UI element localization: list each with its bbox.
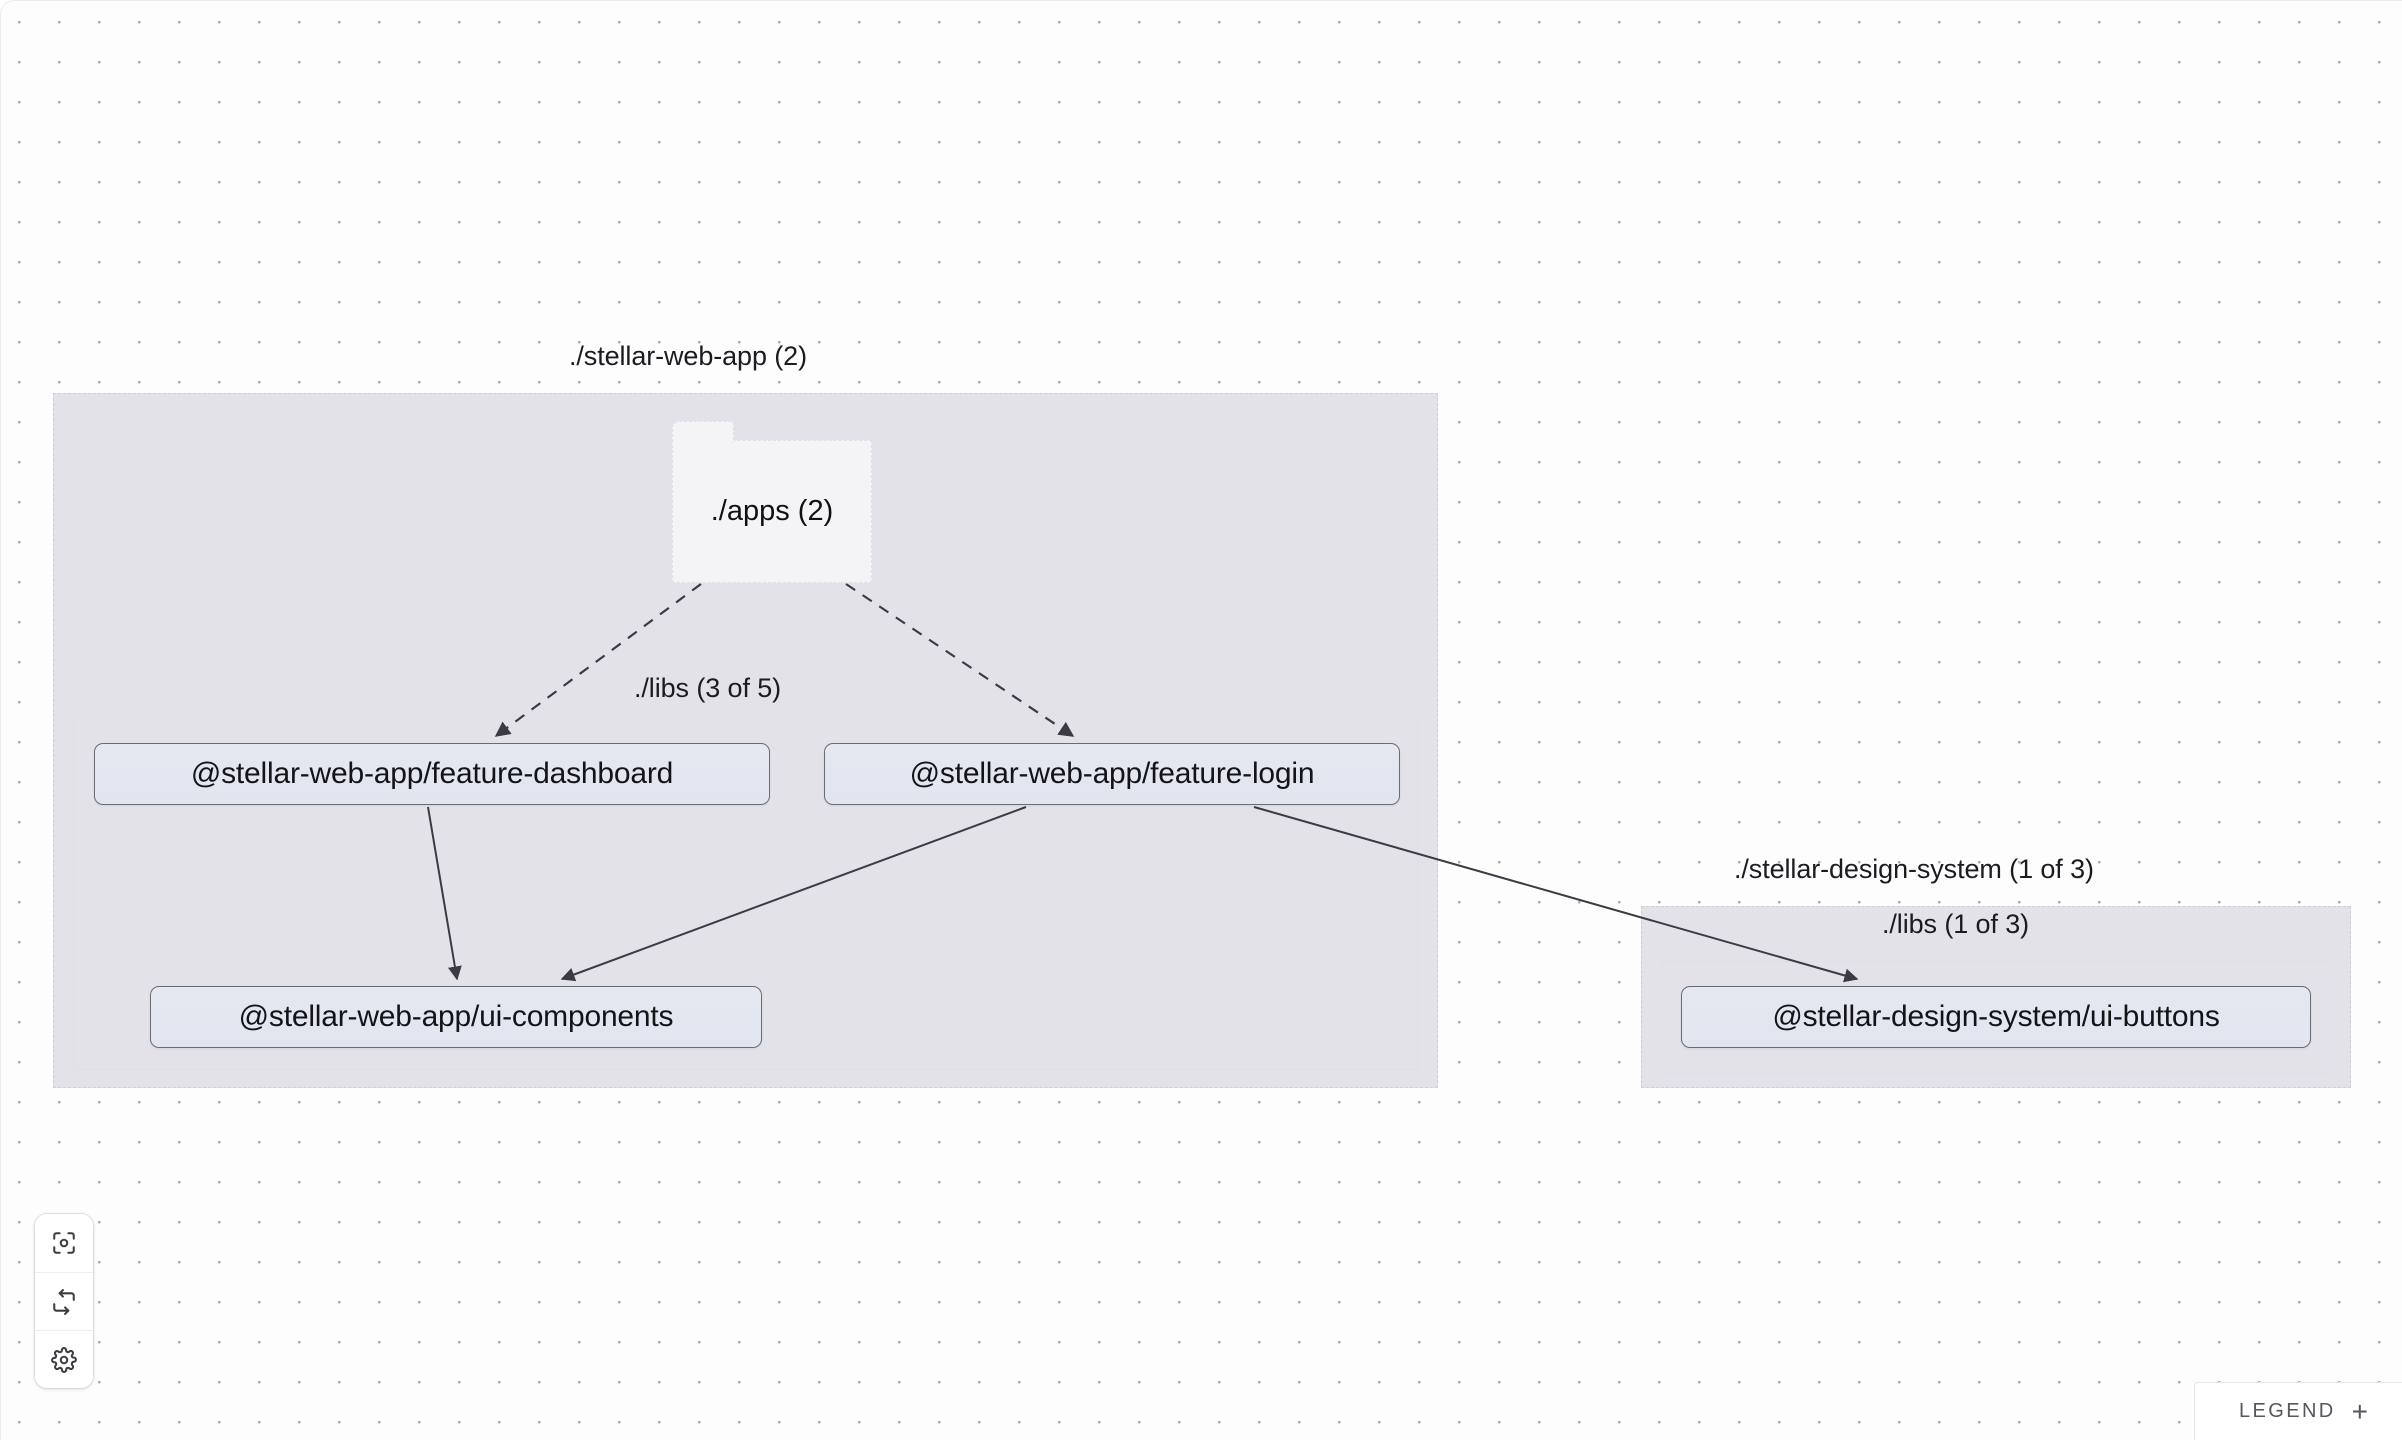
group-label-stellar-design-system: ./stellar-design-system (1 of 3)	[1734, 854, 2094, 884]
group-label-stellar-web-app: ./stellar-web-app (2)	[569, 341, 807, 371]
legend-toggle[interactable]: LEGEND +	[2193, 1382, 2402, 1440]
focus-target-icon	[51, 1230, 77, 1256]
folder-node-apps[interactable]: ./apps (2)	[671, 421, 872, 583]
refresh-button[interactable]	[35, 1272, 93, 1330]
group-label-stellar-web-app-libs: ./libs (3 of 5)	[634, 673, 782, 703]
folder-tab-shape	[671, 421, 734, 443]
gear-icon	[51, 1346, 77, 1373]
node-feature-dashboard[interactable]: @stellar-web-app/feature-dashboard	[94, 743, 770, 805]
refresh-icon	[51, 1288, 77, 1315]
folder-label-apps: ./apps (2)	[710, 495, 834, 527]
focus-button[interactable]	[35, 1214, 93, 1272]
node-label-feature-login: @stellar-web-app/feature-login	[909, 757, 1315, 790]
canvas-toolbar[interactable]	[35, 1214, 93, 1388]
group-stellar-design-system-libs[interactable]	[1661, 961, 2331, 1073]
node-feature-login[interactable]: @stellar-web-app/feature-login	[824, 743, 1400, 805]
node-label-feature-dashboard: @stellar-web-app/feature-dashboard	[190, 757, 674, 790]
settings-button[interactable]	[35, 1330, 93, 1388]
legend-expand-icon: +	[2351, 1395, 2368, 1427]
node-label-ui-buttons: @stellar-design-system/ui-buttons	[1772, 1000, 2220, 1033]
legend-label: LEGEND	[2238, 1400, 2336, 1422]
node-ui-components[interactable]: @stellar-web-app/ui-components	[150, 986, 762, 1048]
group-label-stellar-design-system-libs: ./libs (1 of 3)	[1882, 909, 2030, 939]
node-label-ui-components: @stellar-web-app/ui-components	[238, 1000, 674, 1033]
node-ui-buttons[interactable]: @stellar-design-system/ui-buttons	[1681, 986, 2311, 1048]
